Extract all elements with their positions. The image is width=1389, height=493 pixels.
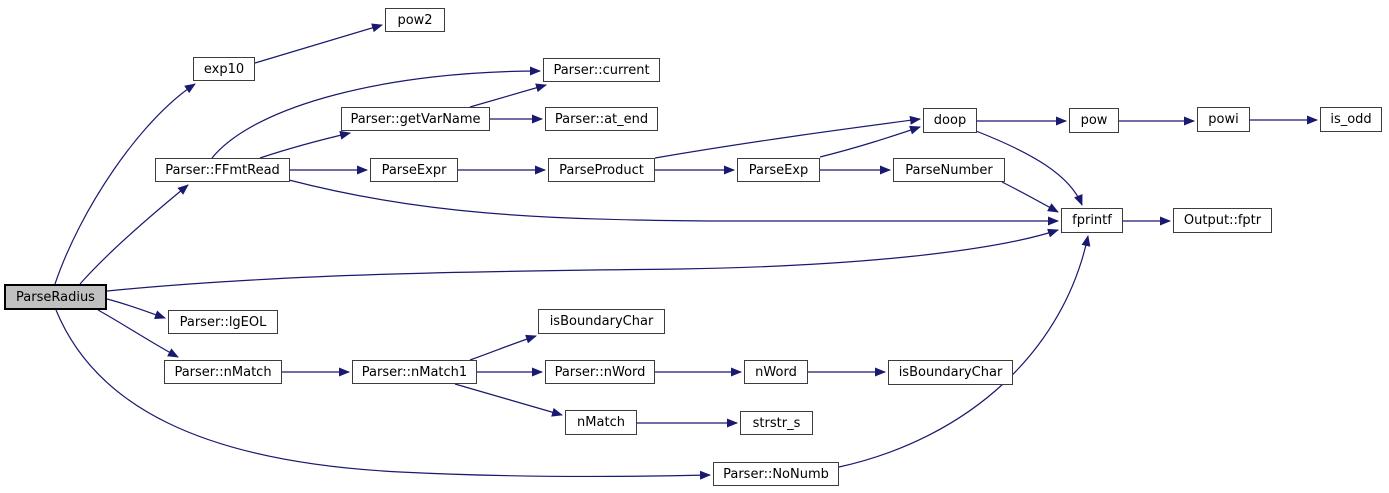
- edge-parser-nonumb-to-fprintf: [838, 235, 1091, 468]
- node-strstr-s[interactable]: strstr_s: [740, 411, 813, 435]
- node-parseexp[interactable]: ParseExp: [737, 158, 820, 182]
- node-output-fptr[interactable]: Output::fptr: [1173, 208, 1272, 233]
- node-fprintf[interactable]: fprintf: [1061, 208, 1123, 233]
- edge-parseradius-to-parser-lgeol: [106, 298, 166, 319]
- edge-parser-nmatch1-to-isboundarychar-1: [469, 334, 537, 361]
- node-parser-current[interactable]: Parser::current: [543, 58, 660, 82]
- edge-doop-to-fprintf: [975, 130, 1083, 206]
- node-parser-lgeol[interactable]: Parser::lgEOL: [168, 310, 278, 334]
- node-parser-nonumb[interactable]: Parser::NoNumb: [713, 462, 839, 486]
- edge-parseproduct-to-doop: [654, 115, 921, 159]
- edge-parser-ffmtread-to-parser-current: [211, 66, 541, 159]
- node-doop[interactable]: doop: [923, 108, 977, 133]
- edge-parseexp-to-doop: [819, 125, 921, 158]
- edge-parseradius-to-fprintf: [106, 228, 1059, 292]
- edge-parseradius-to-parser-ffmtread: [79, 184, 189, 285]
- node-isboundarychar-2[interactable]: isBoundaryChar: [888, 360, 1013, 385]
- node-parser-getvarname[interactable]: Parser::getVarName: [341, 107, 490, 131]
- node-is-odd[interactable]: is_odd: [1320, 107, 1382, 132]
- edge-parseradius-to-exp10: [54, 83, 196, 285]
- node-pow[interactable]: pow: [1069, 108, 1119, 133]
- edge-parsenumber-to-fprintf: [1001, 181, 1059, 213]
- node-nword[interactable]: nWord: [744, 360, 808, 384]
- edge-parser-getvarname-to-parser-current: [469, 83, 547, 108]
- edge-parser-ffmtread-to-fprintf: [288, 179, 1059, 226]
- node-parseexpr[interactable]: ParseExpr: [370, 158, 458, 182]
- edge-parser-ffmtread-to-parser-getvarname: [259, 130, 351, 159]
- node-nmatch[interactable]: nMatch: [565, 410, 637, 435]
- node-parser-nword[interactable]: Parser::nWord: [545, 360, 655, 384]
- edge-parseradius-to-parser-nonumb: [55, 309, 711, 480]
- edge-exp10-to-pow2: [254, 23, 383, 64]
- node-parsenumber[interactable]: ParseNumber: [893, 158, 1005, 182]
- edge-parser-nmatch1-to-nmatch: [454, 383, 563, 417]
- node-powi[interactable]: powi: [1197, 107, 1250, 132]
- node-exp10[interactable]: exp10: [193, 57, 255, 81]
- node-parseradius: ParseRadius: [4, 284, 107, 310]
- node-pow2[interactable]: pow2: [385, 8, 445, 32]
- node-parser-nmatch1[interactable]: Parser::nMatch1: [352, 360, 477, 384]
- node-parseproduct[interactable]: ParseProduct: [548, 158, 655, 182]
- node-parser-ffmtread[interactable]: Parser::FFmtRead: [155, 158, 290, 182]
- node-parser-nmatch[interactable]: Parser::nMatch: [164, 360, 282, 384]
- node-isboundarychar-1[interactable]: isBoundaryChar: [538, 309, 665, 334]
- edge-parseradius-to-parser-nmatch: [97, 309, 179, 358]
- node-parser-at-end[interactable]: Parser::at_end: [545, 107, 658, 131]
